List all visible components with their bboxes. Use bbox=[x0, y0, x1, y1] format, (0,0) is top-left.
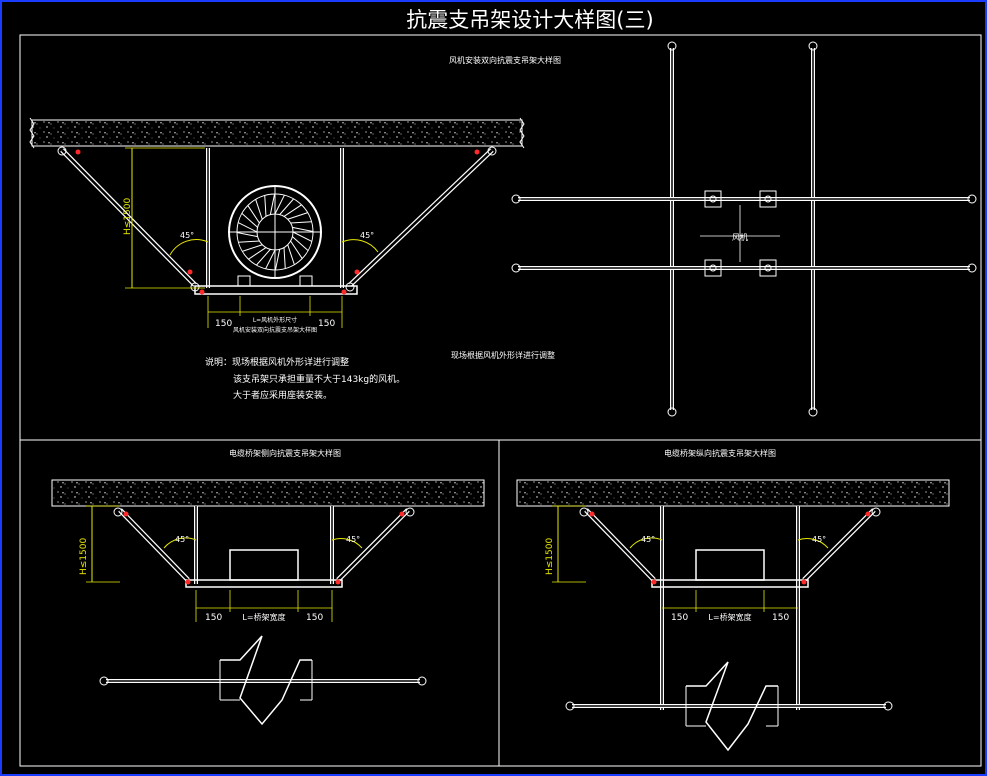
fan-dim-left: 150 bbox=[215, 319, 232, 329]
fan-dim-right: 150 bbox=[318, 319, 335, 329]
ceiling-slab bbox=[51, 479, 485, 507]
fan-height-label: H≤1500 bbox=[123, 198, 133, 235]
cable-tray bbox=[229, 549, 299, 581]
fan-plan-dim-label: 风机 bbox=[732, 232, 748, 242]
tray-longitudinal-height: H≤1500 bbox=[545, 538, 555, 575]
tray-longitudinal-dim-right: 150 bbox=[772, 613, 789, 623]
tray-longitudinal-angle-right: 45° bbox=[812, 535, 826, 544]
fan-unit bbox=[228, 185, 322, 287]
fan-angle-right: 45° bbox=[360, 231, 374, 240]
fan-panel-title: 风机安装双向抗震支吊架大样图 bbox=[449, 55, 561, 65]
tray-longitudinal-title: 电缆桥架纵向抗震支吊架大样图 bbox=[664, 448, 776, 458]
tray-longitudinal-dim-left: 150 bbox=[671, 613, 688, 623]
tray-longitudinal-angle-left: 45° bbox=[641, 535, 655, 544]
fan-note-3: 大于者应采用座装安装。 bbox=[233, 389, 332, 401]
tray-lateral-plan bbox=[99, 635, 427, 726]
cable-tray bbox=[695, 549, 765, 581]
fan-elevation: H≤1500 45° 45° 150 150 L=风机外形尺寸 风机安装双向抗震… bbox=[29, 117, 525, 401]
fan-span-sub: 风机安装双向抗震支吊架大样图 bbox=[233, 326, 317, 334]
fan-angle-left: 45° bbox=[180, 231, 194, 240]
ceiling-slab bbox=[516, 479, 950, 507]
tray-lateral-title: 电缆桥架侧向抗震支吊架大样图 bbox=[229, 448, 341, 458]
tray-lateral-elevation: H≤1500 45° 45° 150 150 L=桥架宽度 bbox=[51, 479, 485, 623]
tray-longitudinal-span: L=桥架宽度 bbox=[708, 612, 751, 622]
tray-lateral-dim-left: 150 bbox=[205, 613, 222, 623]
fan-note-1: 说明：现场根据风机外形详进行调整 bbox=[205, 356, 349, 368]
tray-longitudinal-elevation: H≤1500 45° 45° 150 150 L=桥架宽度 bbox=[516, 479, 950, 710]
channel-beam bbox=[194, 285, 358, 295]
ceiling-slab bbox=[31, 119, 523, 147]
fan-plan bbox=[511, 41, 977, 417]
tray-lateral-span: L=桥架宽度 bbox=[242, 612, 285, 622]
fan-span-label: L=风机外形尺寸 bbox=[253, 316, 297, 324]
inner-frame bbox=[19, 34, 982, 767]
sheet-title: 抗震支吊架设计大样图(三) bbox=[406, 8, 653, 32]
fan-plan-note: 现场根据风机外形详进行调整 bbox=[451, 350, 555, 360]
fan-note-2: 该支吊架只承担重量不大于143kg的风机。 bbox=[233, 373, 405, 385]
tray-longitudinal-plan bbox=[565, 661, 893, 752]
tray-lateral-dim-right: 150 bbox=[306, 613, 323, 623]
tray-lateral-angle-right: 45° bbox=[346, 535, 360, 544]
tray-lateral-height: H≤1500 bbox=[79, 538, 89, 575]
tray-lateral-angle-left: 45° bbox=[175, 535, 189, 544]
